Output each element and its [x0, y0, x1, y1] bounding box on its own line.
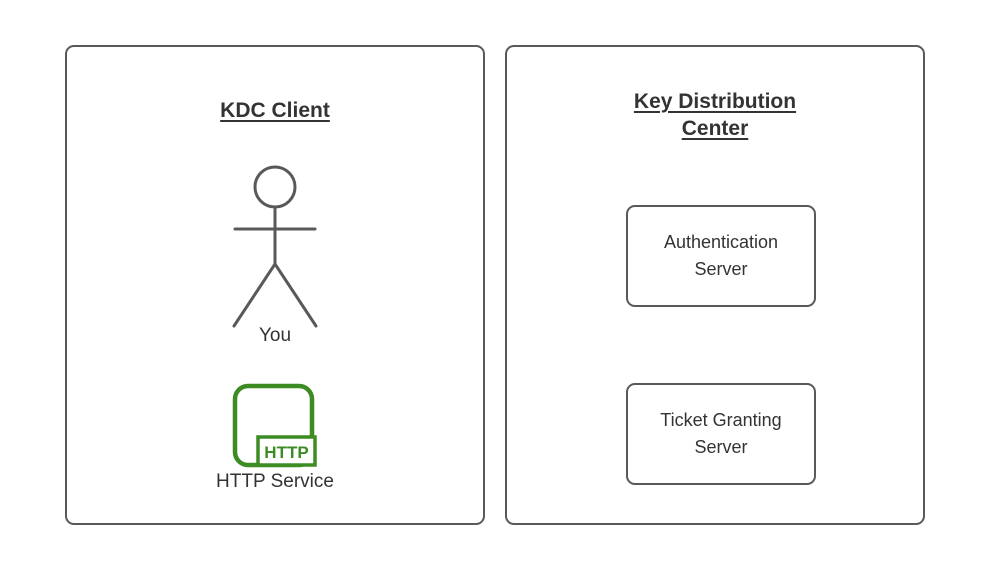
ticket-granting-server-node: Ticket Granting Server [626, 383, 816, 485]
http-service-label: HTTP Service [216, 471, 334, 492]
http-service-icon: HTTP [232, 383, 318, 469]
kdc-client-panel: KDC Client You HTTP HTTP Service [65, 45, 485, 525]
actor-label: You [258, 325, 292, 346]
authentication-server-label: Authentication Server [663, 232, 779, 279]
key-distribution-center-title: Key Distribution Center [633, 90, 797, 140]
actor-icon [229, 164, 321, 330]
ticket-granting-server-label: Ticket Granting Server [660, 410, 782, 457]
key-distribution-center-panel: Key Distribution Center Authentication S… [505, 45, 925, 525]
kdc-client-title: KDC Client [220, 99, 330, 122]
authentication-server-node: Authentication Server [626, 205, 816, 307]
http-badge-text: HTTP [264, 443, 308, 462]
